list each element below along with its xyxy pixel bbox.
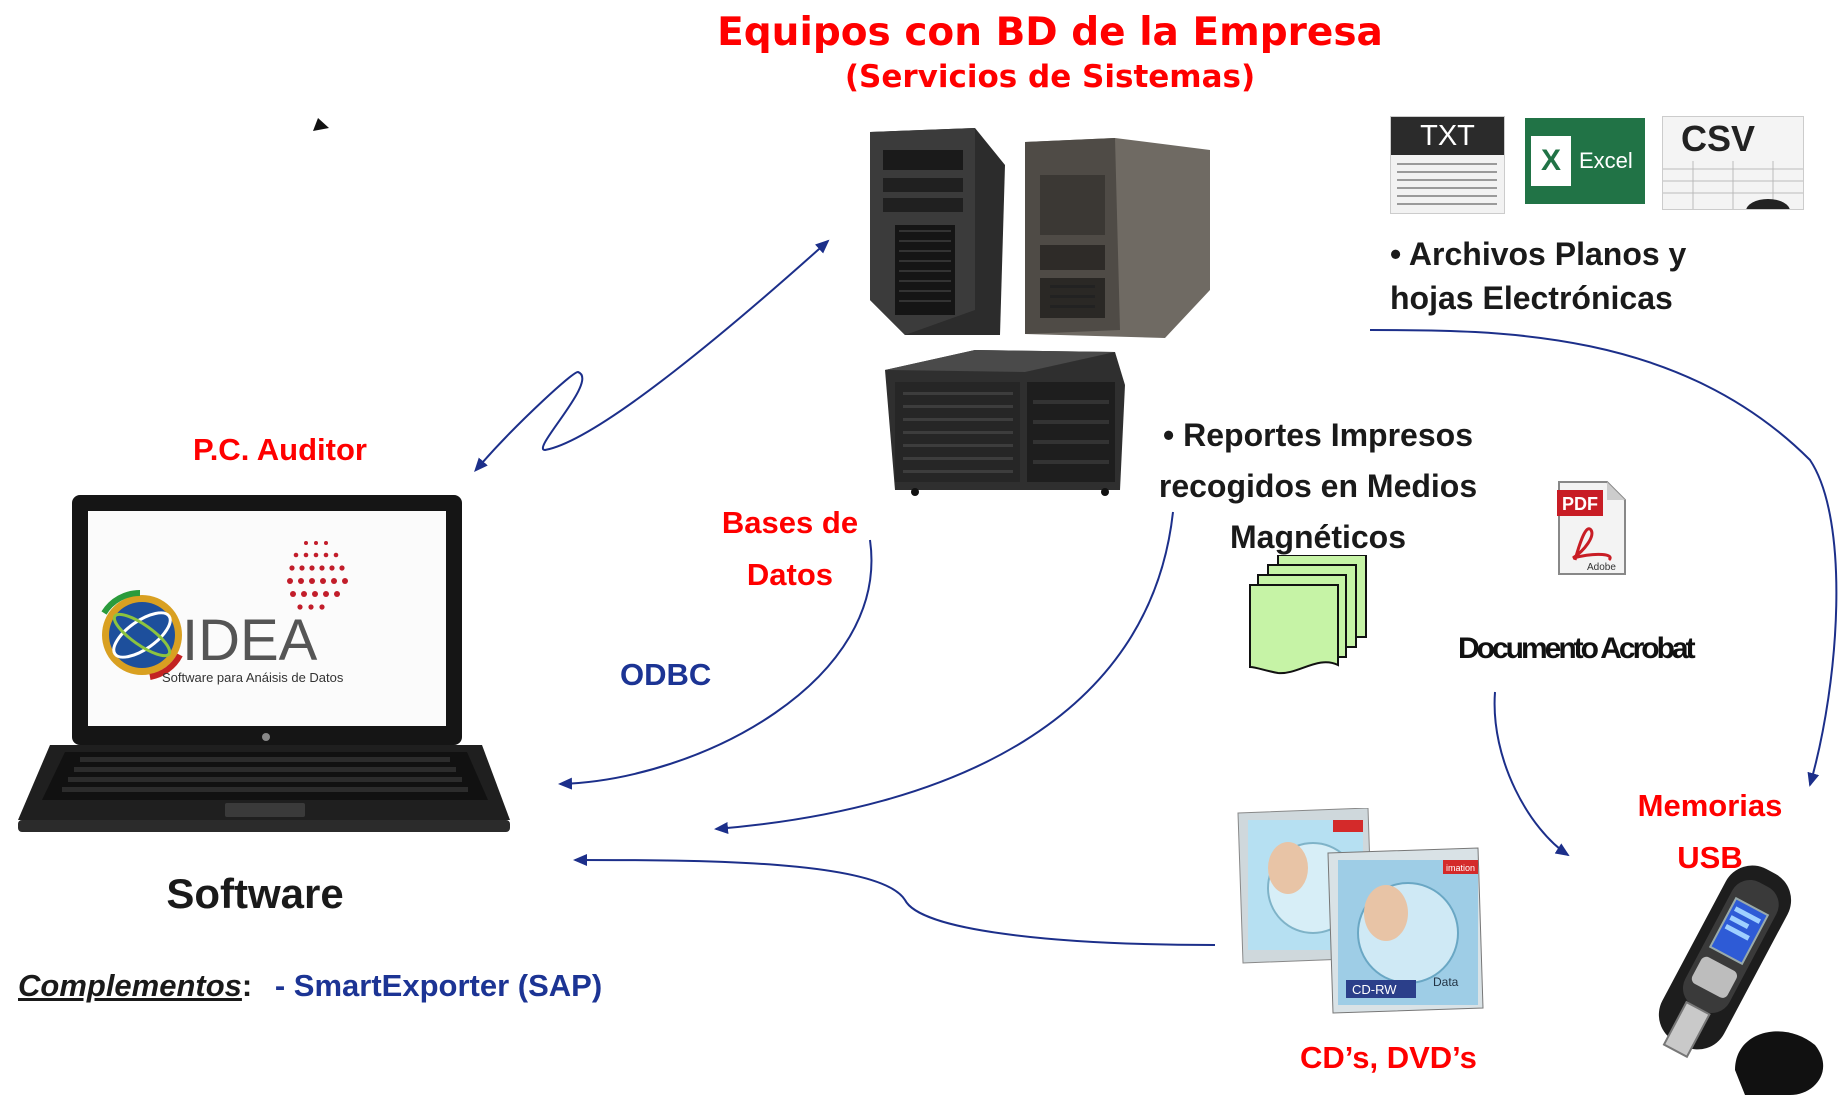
arrow-odbc-laptop (558, 539, 873, 790)
complementos-colon: : (241, 968, 253, 1003)
reportes-line2: recogidos en Medios (1158, 468, 1478, 504)
csv-file-icon: CSV (1662, 116, 1804, 210)
arrow-cds-laptop (573, 854, 1216, 946)
odbc-label: ODBC (620, 657, 712, 692)
pc-auditor-label: P.C. Auditor (193, 432, 367, 467)
arrow-archivos-usb (1369, 329, 1838, 787)
software-label: Software (166, 870, 344, 917)
excel-x-mark: X (1540, 144, 1561, 177)
arrow-pc-servers (474, 239, 830, 472)
archivos-label: • Archivos Planos y hojas Electrónicas (1390, 232, 1686, 320)
document-stack-icon (1249, 555, 1367, 675)
arrow-reportes-laptop (714, 511, 1174, 835)
laptop-image: IDEA Software para Anáisis de Datos (10, 495, 510, 840)
pdf-file-icon: PDF Adobe (1557, 480, 1627, 576)
archivos-line2: hojas Electrónicas (1390, 280, 1673, 316)
csv-label: CSV (1681, 118, 1756, 159)
server-tower-1 (870, 128, 1005, 335)
bases-datos-line2: Datos (746, 557, 834, 592)
documento-acrobat-label: Documento Acrobat (1458, 632, 1696, 665)
usb-memory-image (1658, 865, 1824, 1095)
complementos-value: - SmartExporter (SAP) (274, 968, 603, 1003)
idea-globe-logo (101, 589, 183, 680)
txt-label: TXT (1391, 117, 1504, 155)
servers-image (865, 120, 1210, 500)
cd-dvd-cases-image: imation CD-RW Data (1237, 808, 1484, 1014)
complementos-line: Complementos: - SmartExporter (SAP) (18, 968, 602, 1004)
bases-datos-line1: Bases de (721, 505, 859, 540)
reportes-label: • Reportes Impresos recogidos en Medios … (1128, 410, 1508, 563)
complementos-label: Complementos (18, 968, 242, 1003)
cd-data-label: Data (1433, 975, 1459, 989)
server-rack (885, 350, 1125, 496)
excel-file-icon: X Excel (1525, 118, 1645, 204)
excel-label: Excel (1579, 148, 1633, 173)
excel-x-box: X (1531, 136, 1571, 186)
reportes-line1: • Reportes Impresos (1163, 417, 1473, 453)
memorias-line1: Memorias (1637, 788, 1783, 823)
bases-datos-label: Bases de Datos (710, 497, 870, 601)
txt-file-icon: TXT (1390, 116, 1505, 214)
pdf-label: PDF (1562, 494, 1598, 514)
memorias-line2: USB (1677, 840, 1743, 875)
cd-case-front: imation CD-RW Data (1327, 847, 1484, 1014)
title-line2: (Servicios de Sistemas) (844, 59, 1256, 95)
cd-brand-label: imation (1446, 863, 1475, 873)
server-tower-2 (1025, 138, 1210, 338)
idea-logo-subtitle: Software para Anáisis de Datos (162, 670, 344, 685)
archivos-line1: • Archivos Planos y (1390, 236, 1687, 272)
cds-dvds-label: CD’s, DVD’s (1300, 1040, 1477, 1075)
dot-pattern (287, 541, 348, 610)
memorias-usb-label: Memorias USB (1610, 780, 1810, 884)
reportes-line3: Magnéticos (1229, 519, 1407, 555)
title-line1: Equipos con BD de la Empresa (717, 10, 1383, 55)
diagram-title: Equipos con BD de la Empresa (Servicios … (700, 10, 1400, 95)
stray-arrowhead (313, 118, 329, 131)
cdrw-label: CD-RW (1352, 982, 1397, 997)
idea-logo-text: IDEA (182, 608, 318, 673)
adobe-label: Adobe (1587, 562, 1616, 573)
arrow-acrobat-usb (1493, 691, 1570, 857)
